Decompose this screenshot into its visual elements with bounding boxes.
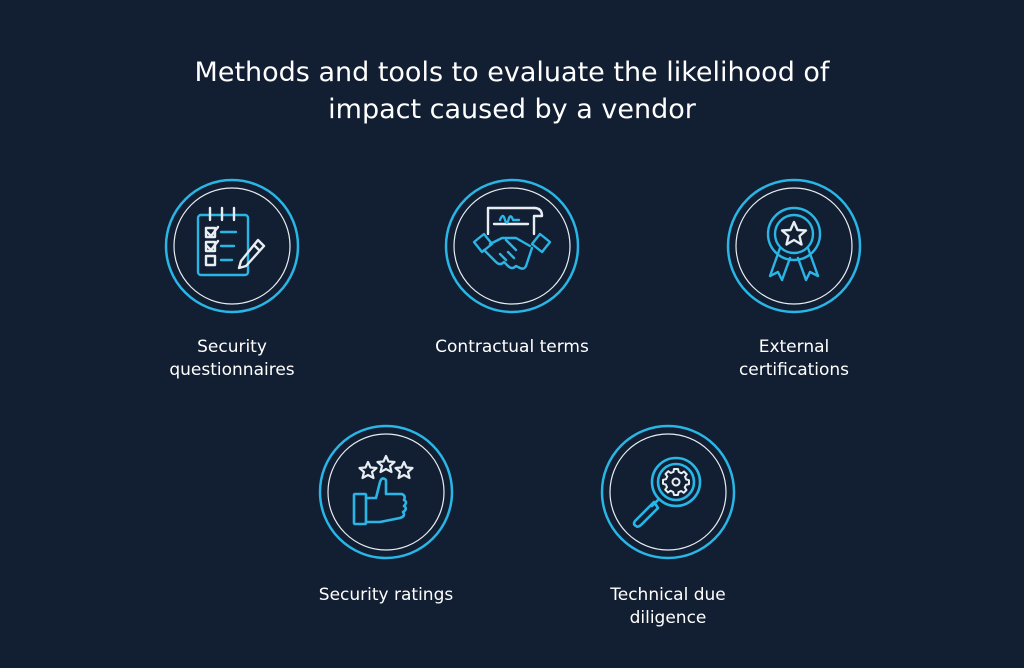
- title-line-2: impact caused by a vendor: [328, 94, 696, 125]
- magnifier-gear-icon: [600, 424, 736, 560]
- method-label: Security ratings: [318, 585, 454, 605]
- thumbs-up-stars-icon: [318, 424, 454, 560]
- handshake-contract-icon: [444, 178, 580, 314]
- method-label: Technical due diligence: [610, 585, 726, 628]
- checklist-clipboard-icon: [164, 178, 300, 314]
- page-title: Methods and tools to evaluate the likeli…: [112, 54, 912, 128]
- method-label: Security questionnaires: [169, 337, 295, 380]
- method-label: Contractual terms: [435, 337, 589, 357]
- award-ribbon-icon: [726, 178, 862, 314]
- method-label: External certifications: [738, 337, 850, 380]
- title-line-1: Methods and tools to evaluate the likeli…: [194, 57, 830, 88]
